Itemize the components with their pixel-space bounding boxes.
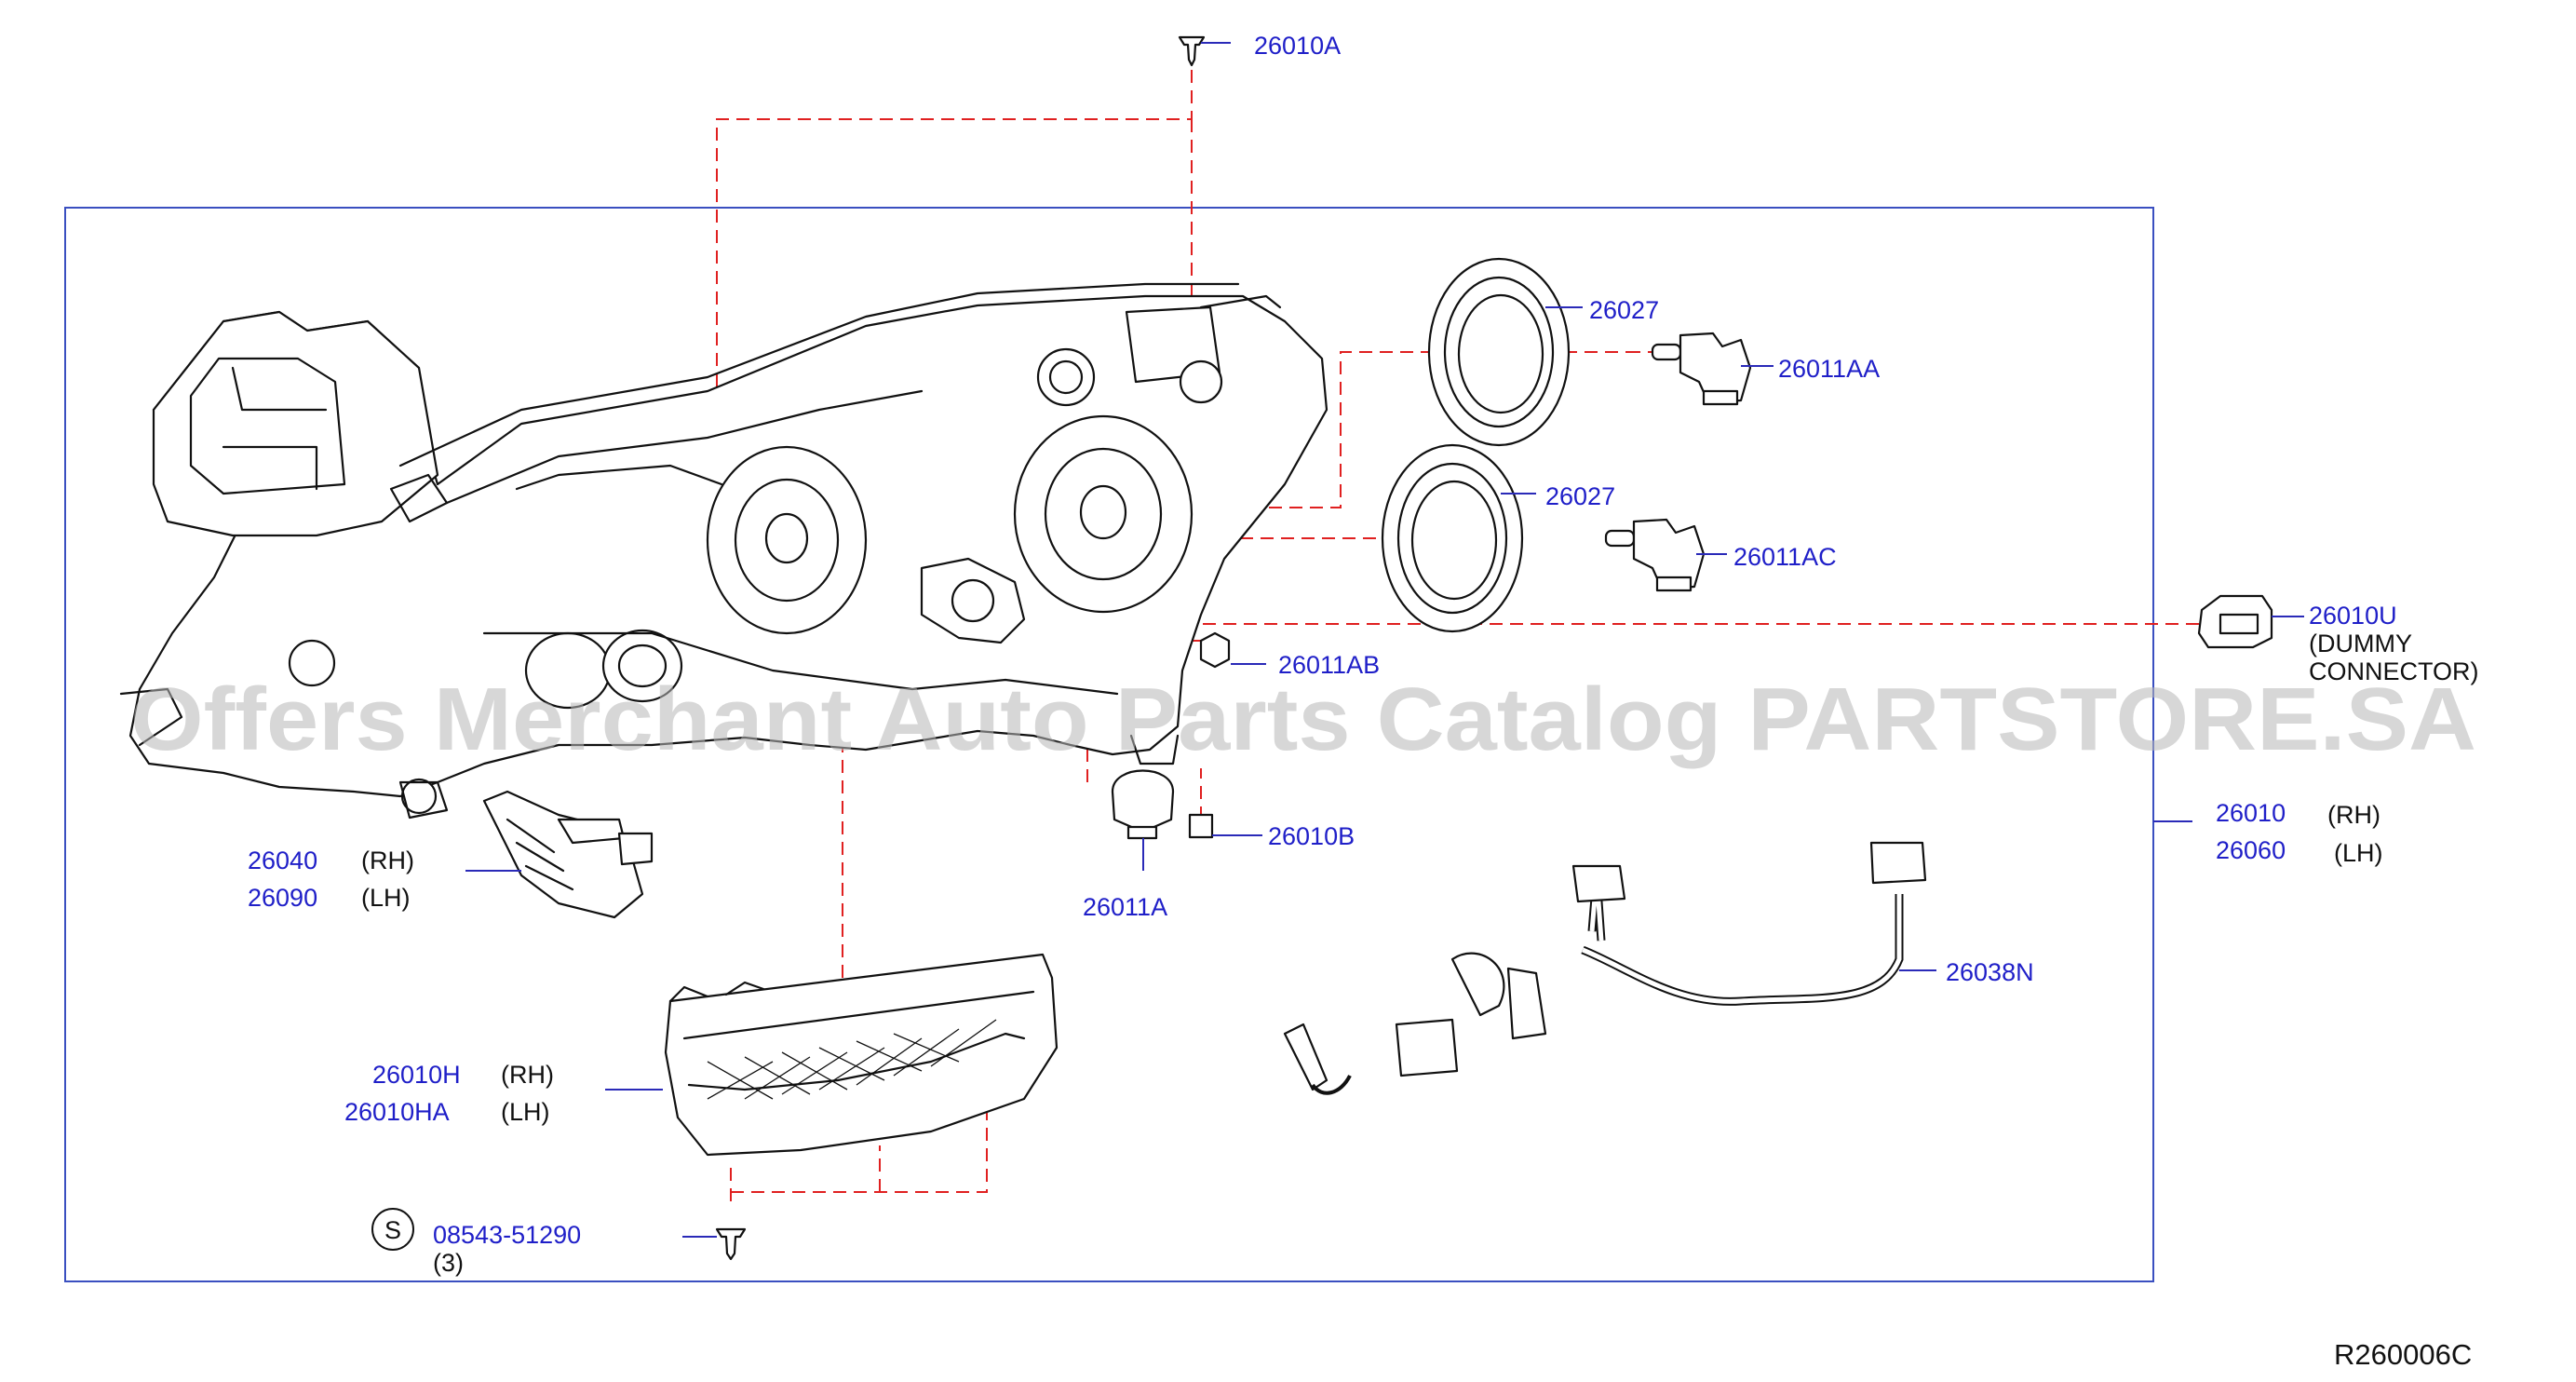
screw-08543	[715, 1227, 747, 1261]
bulb-cover-middle	[1381, 443, 1524, 633]
callout-26038n: 26038N	[1946, 958, 2034, 986]
bracket-26040	[482, 790, 654, 919]
bulb-cover-top	[1427, 257, 1571, 447]
callout-26010ha: 26010HA	[344, 1098, 450, 1126]
callout-26027-top: 26027	[1589, 296, 1659, 324]
grille-26010h	[664, 953, 1059, 1157]
diagram-reference: R260006C	[2334, 1338, 2472, 1371]
socket-26010b	[1188, 813, 1214, 839]
bulb-26011aa	[1651, 332, 1752, 406]
clip-26010a	[1178, 35, 1206, 67]
bulb-26011ab	[1199, 631, 1231, 669]
callout-26010b: 26010B	[1268, 822, 1355, 850]
harness-26038n	[1283, 841, 1927, 1095]
callout-26010h-side: (RH)	[501, 1061, 554, 1089]
callout-26060-side: (LH)	[2334, 839, 2383, 867]
callout-26011ab: 26011AB	[1278, 651, 1380, 679]
dummy-connector	[2197, 594, 2273, 649]
callout-26027-middle: 26027	[1545, 482, 1615, 510]
headlamp-housing	[119, 282, 1328, 820]
callout-26010u-note-2: CONNECTOR)	[2309, 657, 2479, 685]
callout-26090-side: (LH)	[361, 884, 411, 912]
watermark: Offers Merchant Auto Parts Catalog PARTS…	[130, 670, 2476, 769]
callout-26011ac: 26011AC	[1733, 543, 1837, 571]
callout-26011a: 26011A	[1083, 893, 1167, 921]
bulb-26011a	[1111, 769, 1175, 840]
callout-26010u: 26010U	[2309, 602, 2397, 630]
bulb-26011ac	[1604, 518, 1706, 592]
callout-26040-side: (RH)	[361, 847, 414, 874]
callout-26010ha-side: (LH)	[501, 1098, 550, 1126]
callout-08543: 08543-51290	[433, 1221, 581, 1249]
callout-26010u-note-1: (DUMMY	[2309, 630, 2412, 657]
callout-26010a: 26010A	[1254, 32, 1341, 60]
callout-26060: 26060	[2216, 836, 2286, 864]
callout-26090: 26090	[248, 884, 317, 912]
callout-08543-qty: (3)	[433, 1249, 464, 1277]
callout-26010: 26010	[2216, 799, 2286, 827]
s-symbol-circle	[371, 1208, 414, 1251]
callout-26040: 26040	[248, 847, 317, 874]
leader-lines	[465, 42, 2304, 1238]
assembly-frame	[64, 207, 2154, 1282]
callout-26010h: 26010H	[372, 1061, 461, 1089]
callout-26010-side: (RH)	[2327, 801, 2380, 829]
callout-26011aa: 26011AA	[1778, 355, 1880, 383]
callout-labels: 26010A 26027 26011AA 26027 26011AC 26010…	[248, 32, 2479, 1277]
callout-s-symbol: S	[384, 1216, 401, 1244]
